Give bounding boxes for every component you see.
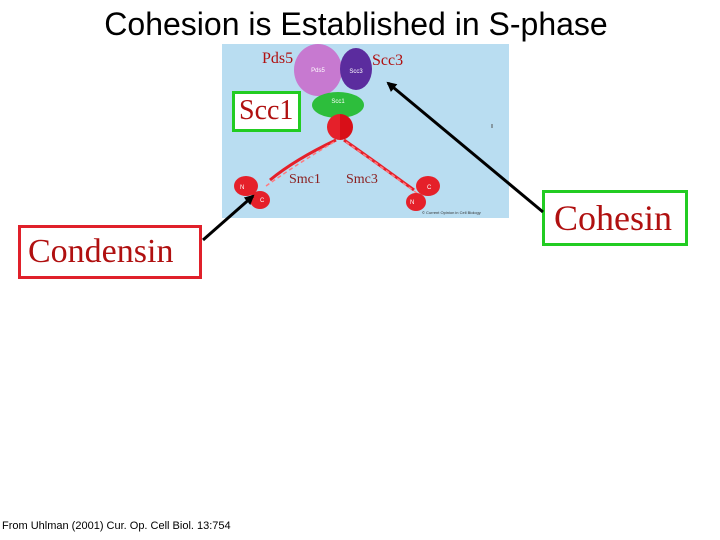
smc1-coiled-coil: [269, 138, 337, 182]
c-left-label: C: [260, 198, 265, 204]
scc3-inner-label: Scc3: [349, 69, 363, 75]
smc3-coiled-coil: [343, 138, 415, 192]
cohesin-label: Cohesin: [554, 198, 673, 238]
pds5-subunit: [294, 44, 342, 96]
cohesin-schematic: Pds5 Scc3 Scc1 N C C N © Current Opinion…: [234, 44, 493, 215]
scc3-subunit: [340, 48, 372, 90]
condensin-label-box: Condensin: [18, 225, 202, 279]
smc3-coiled-coil-strand: [345, 141, 419, 195]
slide-title: Cohesion is Established in S-phase: [104, 6, 608, 42]
cohesin-complex-figure: Pds5 Scc3 Scc1 N C C N © Current Opinion…: [222, 44, 509, 218]
pds5-inner-label: Pds5: [311, 68, 325, 74]
figure-copyright: © Current Opinion in Cell Biology: [422, 210, 481, 215]
n-left-label: N: [240, 185, 244, 191]
smc3-head: [340, 114, 353, 140]
source-citation: From Uhlman (2001) Cur. Op. Cell Biol. 1…: [2, 520, 231, 532]
smc1-label: Smc1: [289, 172, 321, 187]
smc1-c-terminus: [250, 191, 270, 209]
pds5-label: Pds5: [262, 50, 294, 67]
smc1-head: [327, 114, 340, 140]
smc3-label: Smc3: [346, 172, 378, 187]
cohesin-label-box: Cohesin: [542, 190, 688, 246]
condensin-arrow: [202, 194, 255, 242]
smc3-n-terminus: [406, 193, 426, 211]
n-right-label: N: [410, 200, 414, 206]
cohesin-arrow: [386, 81, 544, 214]
smc1-coiled-coil-strand: [265, 141, 335, 187]
c-right-label: C: [427, 185, 432, 191]
condensin-label: Condensin: [28, 233, 174, 270]
scc1-subunit: [312, 92, 364, 118]
scc3-label: Scc3: [372, 52, 404, 69]
scc1-label: Scc1: [239, 95, 294, 126]
scc1-label-box: Scc1: [232, 91, 301, 132]
scc1-inner-label: Scc1: [331, 99, 345, 105]
smc1-n-terminus: [234, 176, 258, 196]
smc3-c-terminus: [416, 176, 440, 196]
